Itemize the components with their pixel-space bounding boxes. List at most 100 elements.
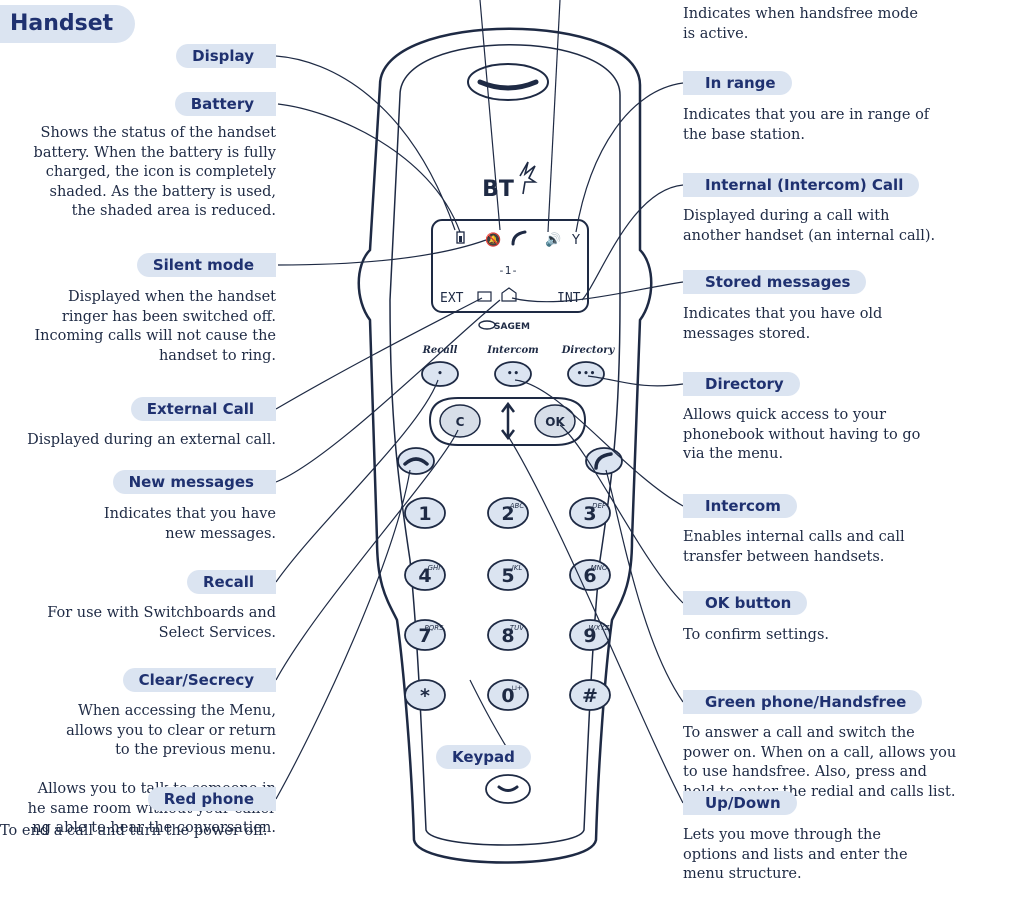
- key-digit: 9: [583, 625, 596, 647]
- key-digit: 3: [583, 503, 596, 525]
- battery-icon: [456, 231, 465, 244]
- bottom-button[interactable]: [485, 774, 531, 804]
- label-new-messages: New messages: [112, 470, 276, 494]
- recall-button[interactable]: •: [421, 361, 459, 387]
- label-up-down: Up/Down: [683, 791, 797, 815]
- desc-recall: For use with Switchboards and Select Ser…: [47, 605, 276, 641]
- desc-internal-call: Displayed during a call with another han…: [683, 208, 936, 244]
- key-letters: TUV: [510, 624, 525, 632]
- desc-intercom: Enables internal calls and call transfer…: [683, 529, 905, 565]
- label-internal-call: Internal (Intercom) Call: [683, 173, 920, 197]
- label-stored-messages: Stored messages: [683, 270, 867, 294]
- label-red-phone: Red phone: [147, 787, 276, 811]
- svg-text:C: C: [456, 415, 465, 429]
- label-battery: Battery: [174, 92, 276, 116]
- signal-icon: Y: [571, 233, 580, 248]
- key-hash[interactable]: #: [569, 679, 611, 711]
- desc-external-call: Displayed during an external call.: [27, 432, 276, 448]
- display-line-number: -1-: [498, 264, 518, 277]
- label-green-phone: Green phone/Handsfree: [683, 690, 923, 714]
- desc-stored-messages: Indicates that you have old messages sto…: [683, 306, 883, 342]
- key-digit: 0: [501, 685, 514, 707]
- key-letters: DEF: [592, 502, 607, 510]
- handsfree-icon: 🔊: [545, 231, 561, 248]
- leader-lines: [275, 0, 684, 804]
- key-digit: 5: [501, 565, 514, 587]
- key-letters: PQRS: [424, 624, 444, 632]
- desc-handsfree: Indicates when handsfree mode is active.: [683, 6, 918, 42]
- key-0[interactable]: 0⊔+: [487, 679, 529, 711]
- stored-message-icon: [501, 287, 517, 302]
- label-recall: Recall: [186, 570, 276, 594]
- label-in-range: In range: [683, 71, 792, 95]
- svg-text:••: ••: [507, 367, 520, 380]
- desc-battery: Shows the status of the handset battery.…: [33, 125, 276, 219]
- maker-logo: SAGEM: [494, 322, 530, 332]
- brand-logo: BT: [482, 177, 514, 202]
- label-keypad: Keypad: [436, 745, 531, 769]
- desc-silent-mode: Displayed when the handset ringer has be…: [34, 289, 276, 364]
- up-down-button[interactable]: [501, 401, 515, 441]
- desc-in-range: Indicates that you are in range of the b…: [683, 107, 930, 143]
- display-int: INT: [557, 291, 581, 306]
- handset-inner-rim: [389, 44, 621, 846]
- key-digit: 7: [418, 625, 431, 647]
- svg-text:•: •: [437, 367, 444, 380]
- clear-button[interactable]: C: [439, 404, 481, 438]
- earpiece: [467, 63, 549, 101]
- key-star[interactable]: *: [404, 679, 446, 711]
- svg-text:•••: •••: [576, 367, 595, 380]
- key-letters: MNO: [591, 564, 608, 572]
- intercom-key-label: Intercom: [486, 345, 539, 356]
- desc-new-messages: Indicates that you have new messages.: [103, 506, 276, 542]
- brand-piper-icon: [519, 161, 538, 195]
- key-digit: #: [582, 685, 598, 707]
- key-digit: 1: [418, 503, 431, 525]
- key-digit: 2: [501, 503, 514, 525]
- desc-ok-button: To confirm settings.: [683, 627, 830, 643]
- directory-key-label: Directory: [561, 345, 616, 356]
- key-letters: WXYZ: [589, 624, 610, 632]
- ok-button[interactable]: OK: [534, 404, 576, 438]
- key-digit: *: [420, 685, 430, 707]
- label-silent-mode: Silent mode: [136, 253, 276, 277]
- desc-directory: Allows quick access to your phonebook wi…: [683, 407, 921, 462]
- key-digit: 6: [583, 565, 596, 587]
- desc-up-down: Lets you move through the options and li…: [683, 827, 908, 882]
- recall-key-label: Recall: [422, 345, 458, 356]
- lcd-display: [431, 219, 589, 313]
- label-clear-secrecy: Clear/Secrecy: [122, 668, 276, 692]
- key-digit: 8: [501, 625, 514, 647]
- red-phone-button[interactable]: [397, 447, 435, 475]
- green-phone-button[interactable]: [585, 447, 623, 475]
- label-display: Display: [176, 44, 276, 68]
- handset-call-icon: [511, 230, 527, 246]
- key-1[interactable]: 1: [404, 497, 446, 529]
- desc-clear-secrecy: When accessing the Menu, allows you to c…: [27, 703, 276, 836]
- page-title: Handset: [0, 5, 136, 43]
- label-directory: Directory: [683, 372, 800, 396]
- intercom-button[interactable]: ••: [494, 361, 532, 387]
- desc-red-phone: To end a call and turn the power off.: [0, 823, 268, 839]
- directory-button[interactable]: •••: [567, 361, 605, 387]
- label-intercom: Intercom: [683, 494, 797, 518]
- new-message-icon: [477, 291, 492, 302]
- display-ext: EXT: [440, 291, 464, 306]
- key-letters: ⊔+: [511, 684, 522, 692]
- key-letters: ABC: [509, 502, 525, 510]
- silent-mode-icon: 🔕: [485, 232, 501, 248]
- key-letters: GHI: [428, 564, 441, 572]
- key-digit: 4: [418, 565, 431, 587]
- key-letters: JKL: [510, 564, 523, 572]
- label-ok-button: OK button: [683, 591, 808, 615]
